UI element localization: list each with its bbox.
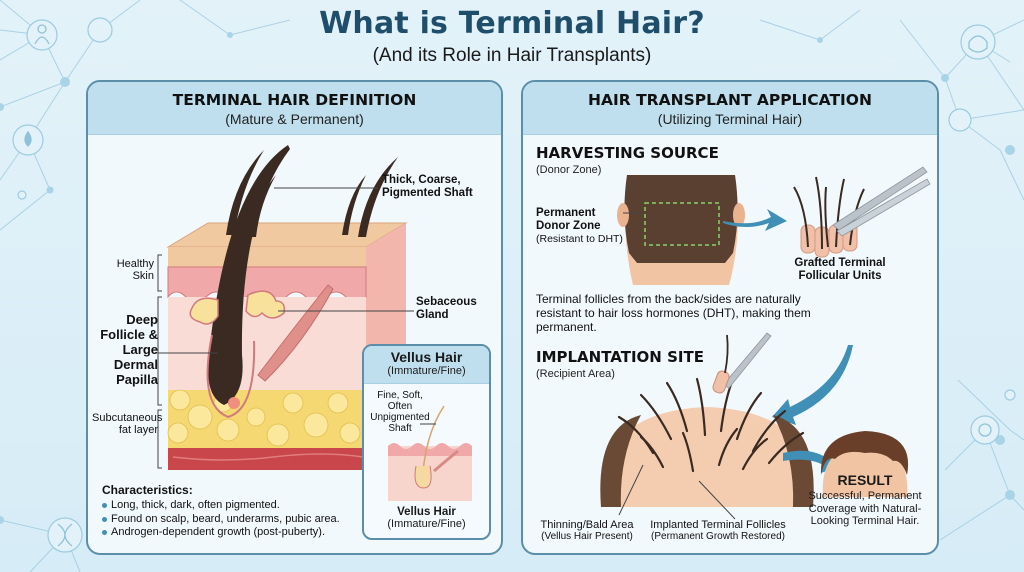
donor-zone-subtitle: (Resistant to DHT)	[536, 233, 623, 245]
shaft-label: Thick, Coarse, Pigmented Shaft	[382, 174, 473, 199]
donor-zone-title: Permanent Donor Zone	[536, 207, 601, 232]
transplant-illustration	[600, 166, 931, 520]
harvesting-section-header: HARVESTING SOURCE (Donor Zone)	[536, 144, 719, 176]
doctor-icon	[26, 19, 58, 51]
thinning-subtitle: (Vellus Hair Present)	[541, 531, 633, 542]
healthy-skin-label: Healthy Skin	[116, 258, 154, 282]
panel-subtitle: (Utilizing Terminal Hair)	[657, 111, 803, 127]
implanted-follicles-label: Implanted Terminal Follicles (Permanent …	[643, 519, 793, 543]
thinning-area-label: Thinning/Bald Area (Vellus Hair Present)	[531, 519, 643, 543]
panel-subtitle: (Mature & Permanent)	[225, 111, 364, 127]
terminal-hair-definition-panel: TERMINAL HAIR DEFINITION (Mature & Perma…	[86, 80, 503, 555]
characteristics-title: Characteristics:	[102, 483, 193, 497]
pills-icon	[87, 17, 113, 43]
page-title: What is Terminal Hair?	[319, 6, 705, 41]
face-hair-icon	[960, 24, 996, 60]
panel-header: HAIR TRANSPLANT APPLICATION (Utilizing T…	[523, 82, 937, 135]
thinning-title: Thinning/Bald Area	[540, 519, 634, 531]
donor-zone-label: Permanent Donor Zone (Resistant to DHT)	[536, 207, 626, 245]
characteristics-list: Characteristics: Long, thick, dark, ofte…	[102, 483, 382, 540]
mortar-icon	[948, 108, 972, 132]
arrow-down-icon	[772, 345, 853, 425]
implanted-subtitle: (Permanent Growth Restored)	[651, 531, 785, 542]
result-block: RESULT Successful, Permanent Coverage wi…	[795, 472, 935, 528]
brain-icon	[970, 415, 1000, 445]
panel-header: TERMINAL HAIR DEFINITION (Mature & Perma…	[88, 82, 501, 135]
vellus-header: Vellus Hair (Immature/Fine)	[364, 346, 489, 384]
vellus-caption-title: Vellus Hair	[397, 506, 456, 518]
implantation-section-header: IMPLANTATION SITE (Recipient Area)	[536, 348, 704, 380]
panel-title: TERMINAL HAIR DEFINITION	[172, 91, 417, 109]
implanted-title: Implanted Terminal Follicles	[650, 519, 786, 531]
donor-zone-outline	[644, 202, 720, 246]
characteristic-item: Long, thick, dark, often pigmented.	[102, 499, 382, 513]
vellus-hair-illustration	[388, 405, 472, 501]
vellus-subtitle: (Immature/Fine)	[387, 365, 466, 377]
vellus-caption: Vellus Hair (Immature/Fine)	[364, 506, 489, 530]
fat-layer-label: Subcutaneous fat layer	[92, 412, 163, 436]
harvesting-description: Terminal follicles from the back/sides a…	[536, 292, 811, 334]
implantation-subtitle: (Recipient Area)	[536, 368, 615, 380]
vellus-shaft-label: Fine, Soft, Often Unpigmented Shaft	[370, 390, 430, 434]
harvesting-title: HARVESTING SOURCE	[536, 144, 719, 162]
grafts-label: Grafted Terminal Follicular Units	[794, 257, 886, 282]
hair-transplant-application-panel: HAIR TRANSPLANT APPLICATION (Utilizing T…	[521, 80, 939, 555]
vellus-hair-inset: Vellus Hair (Immature/Fine) Fine, Soft, …	[362, 344, 491, 540]
vellus-title: Vellus Hair	[390, 349, 463, 365]
result-description: Successful, Permanent Coverage with Natu…	[808, 490, 922, 527]
arrow-right-icon	[723, 209, 787, 231]
harvesting-subtitle: (Donor Zone)	[536, 164, 602, 176]
panel-title: HAIR TRANSPLANT APPLICATION	[588, 91, 872, 109]
follicle-label: Deep Follicle & Large Dermal Papilla	[100, 312, 158, 387]
characteristic-item: Androgen-dependent growth (post-puberty)…	[102, 526, 382, 540]
page-subtitle: (And its Role in Hair Transplants)	[372, 45, 652, 66]
sebaceous-gland-label: Sebaceous Gland	[416, 296, 477, 321]
implantation-title: IMPLANTATION SITE	[536, 348, 704, 366]
vellus-caption-subtitle: (Immature/Fine)	[387, 518, 466, 530]
characteristic-item: Found on scalp, beard, underarms, pubic …	[102, 513, 382, 527]
result-title: RESULT	[837, 472, 893, 488]
